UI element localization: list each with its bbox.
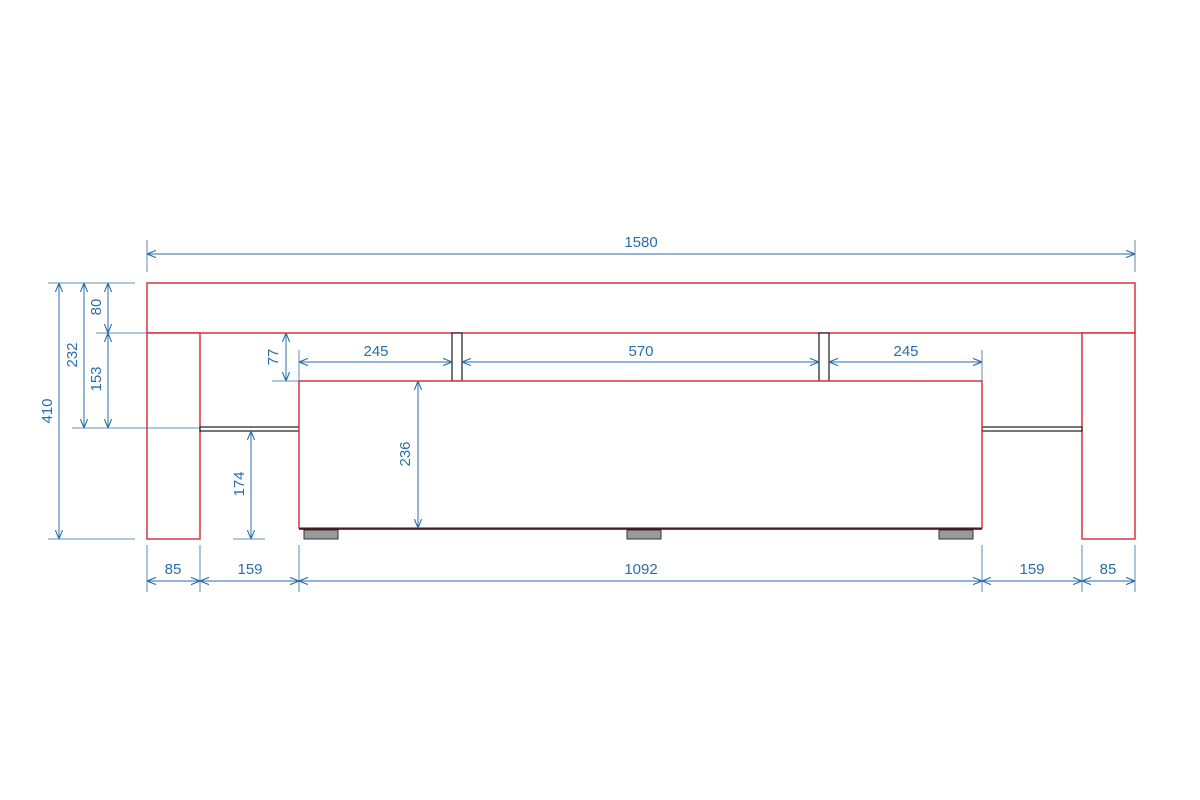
label-seg-right: 245 xyxy=(893,343,918,360)
label-height-153: 153 xyxy=(88,366,105,391)
left-leg xyxy=(146,332,201,540)
left-connector xyxy=(451,332,463,382)
furniture xyxy=(146,282,1136,540)
dimension-labels: 1580 410 232 80 153 77 174 236 245 570 2… xyxy=(39,234,1116,578)
foot-left xyxy=(303,529,339,540)
foot-right xyxy=(938,529,974,540)
label-leg-right: 85 xyxy=(1100,561,1117,578)
label-height-174: 174 xyxy=(231,471,248,496)
label-leg-left: 85 xyxy=(165,561,182,578)
right-connector xyxy=(818,332,830,382)
left-rail xyxy=(199,426,301,432)
label-height-232: 232 xyxy=(64,342,81,367)
foot-center xyxy=(626,529,662,540)
label-gap-77: 77 xyxy=(265,349,282,366)
label-seg-mid: 570 xyxy=(628,343,653,360)
label-cabinet-width: 1092 xyxy=(624,561,657,578)
label-cabinet-height: 236 xyxy=(397,441,414,466)
label-gap-left: 159 xyxy=(237,561,262,578)
label-top-thickness: 80 xyxy=(88,299,105,316)
dimension-lines xyxy=(59,254,1135,581)
label-seg-left: 245 xyxy=(363,343,388,360)
drawer-cabinet xyxy=(298,380,983,529)
label-overall-width: 1580 xyxy=(624,234,657,251)
table-top xyxy=(146,282,1136,334)
right-leg xyxy=(1081,332,1136,540)
label-overall-height: 410 xyxy=(39,398,56,423)
label-gap-right: 159 xyxy=(1019,561,1044,578)
right-rail xyxy=(981,426,1083,432)
